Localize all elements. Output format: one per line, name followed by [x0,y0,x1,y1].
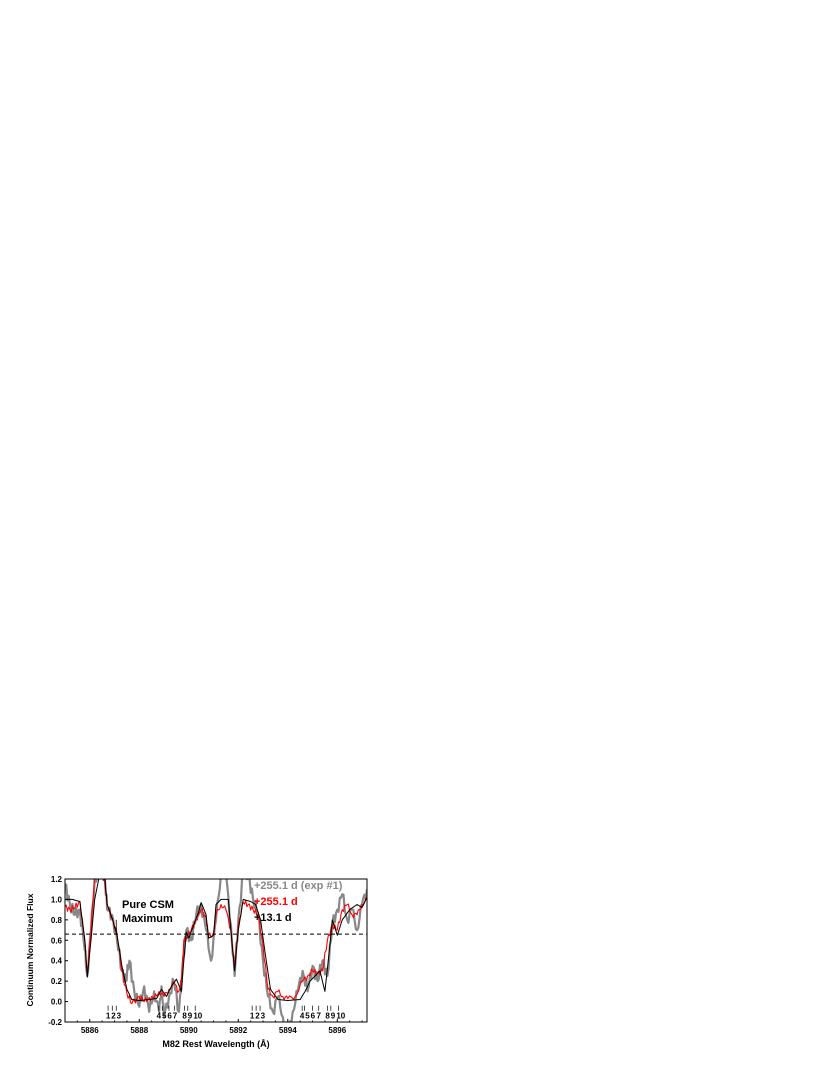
plot-frame [64,878,368,1023]
y-axis-label: Continuum Normalized Flux [25,893,35,1006]
component-label: 3 [261,1011,266,1020]
y-tick-label: 0.2 [51,977,63,986]
component-label: 8 [182,1011,187,1020]
y-tick-label: 0.6 [51,936,63,945]
component-label: 6 [167,1011,172,1020]
x-axis-label: M82 Rest Wavelength (Å) [162,1039,269,1049]
component-label: 2 [111,1011,116,1020]
x-tick-label: 5894 [279,1026,297,1035]
component-label: 10 [193,1011,202,1020]
x-tick-label: 5896 [328,1026,346,1035]
y-tick-label: 1.2 [51,875,63,884]
annotation-line-2: Maximum [122,913,173,925]
x-tick-label: 5892 [229,1026,247,1035]
component-label: 3 [117,1011,122,1020]
series-line [65,879,367,1001]
component-label: 6 [311,1011,316,1020]
component-label: 1 [250,1011,255,1020]
y-tick-label: -0.2 [48,1018,62,1027]
component-label: 9 [331,1011,336,1020]
component-label: 4 [157,1011,162,1020]
component-label: 9 [188,1011,193,1020]
annotation-line-1: Pure CSM [122,899,174,911]
component-label: 7 [316,1011,321,1020]
component-label: 7 [173,1011,178,1020]
y-tick-label: 0.4 [51,957,63,966]
component-label: 1 [106,1011,111,1020]
y-tick-label: 0.0 [51,998,63,1007]
component-label: 5 [305,1011,310,1020]
legend-entry-gray: +255.1 d (exp #1) [254,880,343,892]
series-line [65,879,367,1022]
y-tick-label: 1.0 [51,895,63,904]
component-label: 10 [336,1011,345,1020]
component-label: 2 [255,1011,260,1020]
x-tick-label: 5886 [81,1026,99,1035]
component-label: 5 [162,1011,167,1020]
legend-entry-black: +13.1 d [254,912,292,924]
x-tick-label: 5888 [130,1026,148,1035]
component-label: 4 [300,1011,305,1020]
x-tick-label: 5890 [180,1026,198,1035]
legend-entry-red: +255.1 d [254,896,298,908]
y-tick-label: 0.8 [51,916,63,925]
component-label: 8 [325,1011,330,1020]
